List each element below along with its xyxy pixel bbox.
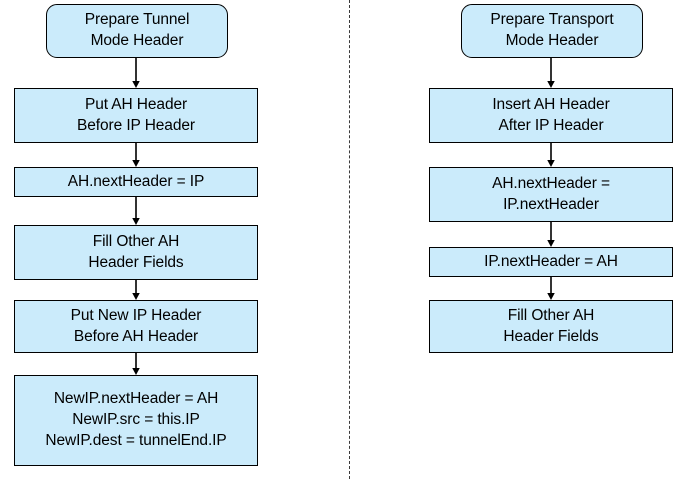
flow-node-label-line: Mode Header [505, 32, 599, 49]
flow-node-label-line: Before IP Header [77, 116, 195, 134]
flow-arrow [547, 143, 555, 167]
flow-node-label-line: Fill Other AH [507, 306, 595, 324]
flow-arrow [547, 222, 555, 247]
flow-node-label-line: NewIP.dest = tunnelEnd.IP [45, 431, 227, 449]
flow-arrow [547, 277, 555, 300]
flow-node-label-line: IP.nextHeader [503, 195, 599, 213]
flow-node-label-line: AH.nextHeader = [492, 174, 610, 192]
flow-node-label-line: AH.nextHeader = IP [67, 172, 205, 190]
flow-arrow [132, 280, 140, 300]
flow-node-tunnel-step-3[interactable]: Fill Other AH Header Fields [14, 225, 258, 280]
flow-node-label-line: After IP Header [498, 116, 604, 134]
flow-node-label-line: Fill Other AH [92, 232, 180, 250]
flow-node-label-line: Prepare Tunnel [84, 11, 190, 29]
flow-arrow [132, 353, 140, 375]
flow-node-transport-step-3[interactable]: IP.nextHeader = AH [429, 247, 673, 277]
flow-node-label-line: NewIP.src = this.IP [72, 411, 200, 429]
flow-node-label-line: Header Fields [503, 327, 599, 345]
flow-node-label-line: Header Fields [88, 253, 184, 271]
flow-node-tunnel-step-5[interactable]: NewIP.nextHeader = AH NewIP.src = this.IP… [14, 375, 258, 466]
flow-node-label-line: Insert AH Header [492, 95, 610, 113]
flow-node-tunnel-step-2[interactable]: AH.nextHeader = IP [14, 167, 258, 197]
flow-node-label-line: IP.nextHeader = AH [484, 252, 618, 270]
flow-node-transport-step-2[interactable]: AH.nextHeader = IP.nextHeader [429, 167, 673, 222]
flow-arrow [547, 58, 555, 88]
flow-node-label-line: Put AH Header [84, 95, 188, 113]
column-divider [349, 0, 350, 479]
flow-node-label-line: Mode Header [90, 32, 184, 49]
flow-node-transport-step-4[interactable]: Fill Other AH Header Fields [429, 300, 673, 353]
flow-node-label-line: Put New IP Header [70, 306, 202, 324]
flow-arrow [132, 197, 140, 225]
flow-arrow [132, 143, 140, 167]
flow-arrow [132, 58, 140, 88]
flow-node-label-line: Prepare Transport [490, 11, 614, 29]
flow-node-label-line: NewIP.nextHeader = AH [53, 390, 219, 408]
flow-node-label-line: Before AH Header [73, 327, 199, 345]
